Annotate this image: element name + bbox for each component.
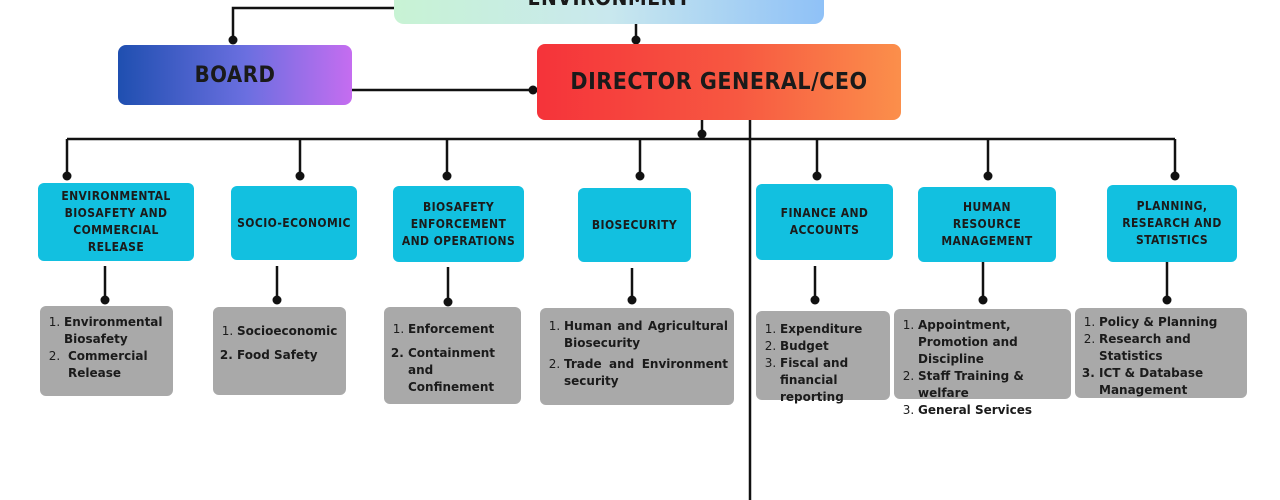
functions-biosafety-enforcement: Enforcement Containment and Confinement xyxy=(384,307,521,404)
dept-title: HUMAN RESOURCE MANAGEMENT xyxy=(941,200,1033,248)
director-general-label: DIRECTOR GENERAL/CEO xyxy=(570,69,868,95)
functions-biosecurity: Human and Agricultural Biosecurity Trade… xyxy=(540,308,734,405)
list-item: Appointment, Promotion and Discipline xyxy=(918,317,1069,368)
functions-socio-economic: Socioeconomic Food Safety xyxy=(213,307,346,395)
list-item: Human and Agricultural Biosecurity xyxy=(564,318,728,352)
list-item: Staff Training & welfare xyxy=(918,368,1069,402)
list-item: Research and Statistics xyxy=(1099,331,1245,365)
minister-label: HONORABLE MINISTER OF ENVIRONMENT xyxy=(394,0,824,10)
dept-environmental-biosafety: ENVIRONMENTAL BIOSAFETY AND COMMERCIAL R… xyxy=(38,183,194,261)
dept-finance-accounts: FINANCE AND ACCOUNTS xyxy=(756,184,893,260)
board-label: BOARD xyxy=(194,62,276,88)
functions-finance-accounts: Expenditure Budget Fiscal and financial … xyxy=(756,311,890,404)
dept-title: PLANNING, RESEARCH AND STATISTICS xyxy=(1122,199,1222,247)
list-item: Fiscal and financial reporting xyxy=(780,355,884,406)
list-item: ICT & Database Management xyxy=(1099,365,1245,399)
functions-planning-research: Policy & Planning Research and Statistic… xyxy=(1075,308,1247,398)
minister-board-line xyxy=(231,6,394,40)
list-item: Enforcement xyxy=(408,321,515,338)
dept-biosafety-enforcement: BIOSAFETY ENFORCEMENT AND OPERATIONS xyxy=(393,186,524,262)
board-box: BOARD xyxy=(118,45,352,105)
dept-title: BIOSECURITY xyxy=(591,217,678,232)
dept-title: SOCIO-ECONOMIC xyxy=(237,215,351,230)
director-general-box: DIRECTOR GENERAL/CEO xyxy=(537,44,901,120)
dept-title: BIOSAFETY ENFORCEMENT AND OPERATIONS xyxy=(401,199,516,248)
dept-biosecurity: BIOSECURITY xyxy=(578,188,691,262)
functions-environmental-biosafety: Environmental Biosafety Commercial Relea… xyxy=(40,306,173,396)
minister-box: HONORABLE MINISTER OF ENVIRONMENT xyxy=(394,0,824,24)
list-item: Policy & Planning xyxy=(1099,314,1245,331)
dept-title: FINANCE AND ACCOUNTS xyxy=(780,206,869,237)
dept-human-resource: HUMAN RESOURCE MANAGEMENT xyxy=(918,187,1056,262)
list-item: Commercial Release xyxy=(64,348,167,382)
list-item: General Services xyxy=(918,402,1069,419)
list-item: Environmental Biosafety xyxy=(64,314,167,348)
dept-socio-economic: SOCIO-ECONOMIC xyxy=(231,186,357,260)
list-item: Food Safety xyxy=(237,347,340,364)
functions-human-resource: Appointment, Promotion and Discipline St… xyxy=(894,309,1071,417)
list-item: Containment and Confinement xyxy=(408,345,515,396)
list-item: Trade and Environment security xyxy=(564,356,728,390)
dept-planning-research: PLANNING, RESEARCH AND STATISTICS xyxy=(1107,185,1237,262)
list-item: Expenditure xyxy=(780,321,884,338)
list-item: Budget xyxy=(780,338,884,355)
dept-title: ENVIRONMENTAL BIOSAFETY AND COMMERCIAL R… xyxy=(61,189,171,254)
list-item: Socioeconomic xyxy=(237,323,340,340)
